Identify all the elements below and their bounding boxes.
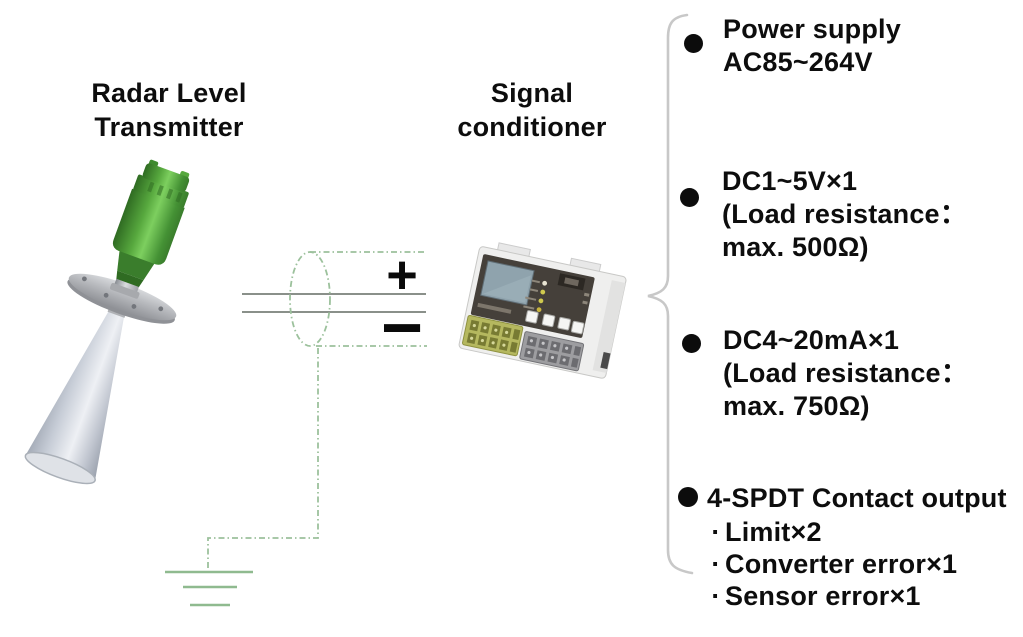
list-item: ·Converter error×1 [707, 548, 957, 580]
negative-polarity-symbol: − [380, 288, 424, 369]
positive-polarity-symbol: + [386, 244, 418, 305]
cable-shield [207, 251, 427, 571]
ground-lead [207, 348, 319, 571]
spec-line: max. 500Ω) [722, 232, 869, 262]
spec-line: max. 750Ω) [723, 391, 870, 421]
signal-wires [242, 293, 426, 313]
sub-item-label: Converter error×1 [725, 549, 958, 579]
bullet-dot-icon [680, 188, 699, 207]
spec-line: 4-SPDT Contact output [707, 483, 1007, 513]
list-item: ·Sensor error×1 [707, 580, 957, 612]
list-item: ·Limit×2 [707, 516, 957, 548]
signal-conditioner-illustration [458, 242, 627, 379]
spec-line: Power supply [723, 14, 901, 44]
output-spec-spdt-contacts: 4-SPDT Contact output [707, 481, 1007, 515]
middot-bullet-icon: · [711, 517, 721, 547]
spec-line: (Load resistance： [722, 199, 967, 229]
sub-item-label: Sensor error×1 [725, 581, 921, 611]
signal-conditioner-label: Signal conditioner [457, 78, 607, 142]
ground-symbol [165, 570, 253, 607]
cable-shield-ellipse [289, 251, 331, 347]
spec-line: AC85~264V [723, 47, 873, 77]
radar-transmitter-label: Radar Level Transmitter [91, 78, 247, 142]
output-spec-dc4-20ma: DC4~20mA×1 (Load resistance： max. 750Ω) [723, 324, 968, 423]
spec-line: (Load resistance： [723, 358, 968, 388]
spec-line: DC4~20mA×1 [723, 325, 900, 355]
spec-line: DC1~5V×1 [722, 166, 858, 196]
bullet-dot-icon [682, 334, 701, 353]
output-spec-dc1-5v: DC1~5V×1 (Load resistance： max. 500Ω) [722, 165, 967, 264]
middot-bullet-icon: · [711, 549, 721, 579]
sub-item-label: Limit×2 [725, 517, 822, 547]
bullet-dot-icon [678, 487, 698, 507]
outputs-brace [647, 13, 694, 575]
middot-bullet-icon: · [711, 581, 721, 611]
bullet-dot-icon [684, 34, 703, 53]
spdt-contact-sublist: ·Limit×2 ·Converter error×1 ·Sensor erro… [707, 516, 957, 612]
output-spec-power-supply: Power supply AC85~264V [723, 13, 901, 79]
radar-transmitter-illustration [24, 159, 190, 485]
